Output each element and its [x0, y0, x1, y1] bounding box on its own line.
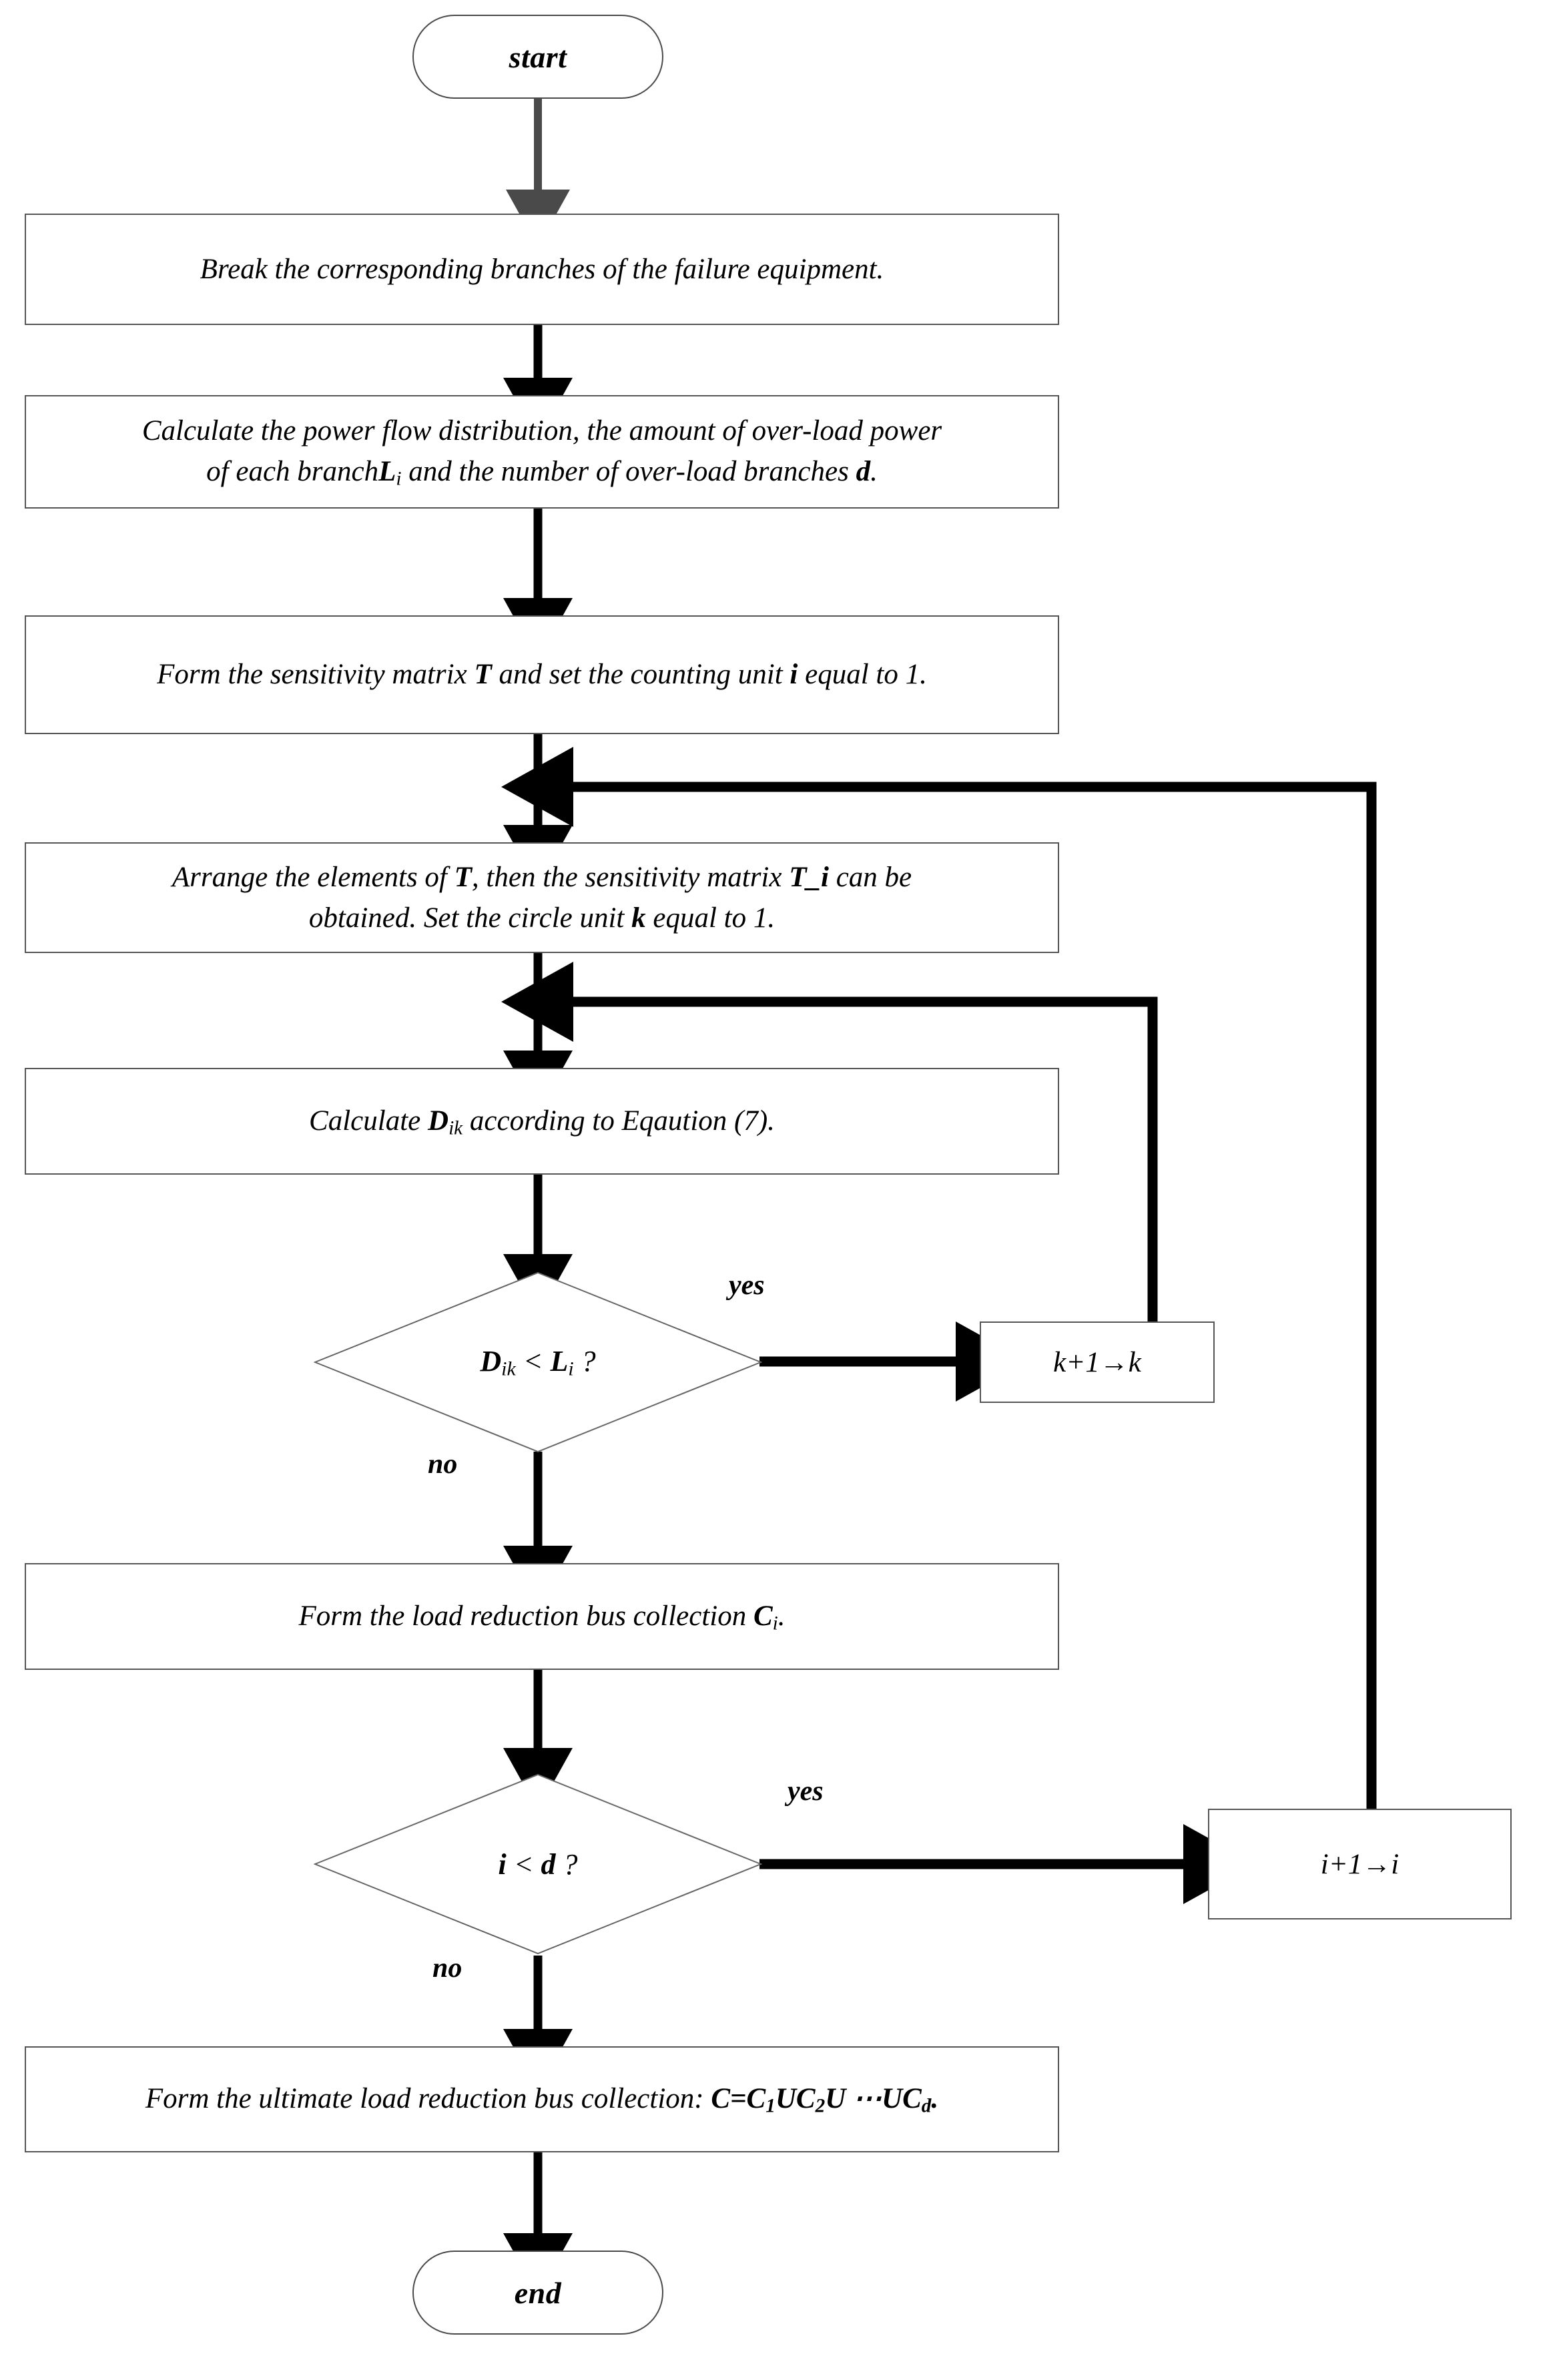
ult-sub-2: 2	[815, 2095, 826, 2117]
node-decision-dik[interactable]: Dik < Li ?	[314, 1271, 762, 1453]
node-arrange-elements[interactable]: Arrange the elements of T, then the sens…	[25, 842, 1059, 953]
ult-text-e: .	[931, 2083, 939, 2115]
node-start-label: start	[509, 39, 567, 74]
decision-id-diamond	[314, 1773, 762, 1955]
node-calc-dik[interactable]: Calculate Dik according to Eqaution (7).	[25, 1068, 1059, 1175]
calc-symbol-L: L	[378, 456, 396, 488]
ult-sub-1: 1	[765, 2095, 776, 2117]
node-k-increment[interactable]: k+1→k	[980, 1321, 1215, 1403]
ddik-symbol-L: L	[550, 1344, 569, 1378]
node-form-ultimate[interactable]: Form the ultimate load reduction bus col…	[25, 2046, 1059, 2152]
arr-l1-e: can be	[828, 861, 912, 893]
calc-line-2a: of each branch	[206, 456, 379, 488]
node-i-increment[interactable]: i+1→i	[1208, 1809, 1512, 1919]
dik-symbol-D: D	[428, 1105, 449, 1137]
node-k-increment-label: k+1→k	[1053, 1346, 1141, 1378]
ddik-qmark: ?	[573, 1344, 596, 1378]
node-calc-power-flow[interactable]: Calculate the power flow distribution, t…	[25, 395, 1059, 509]
dik-text-a: Calculate	[309, 1105, 428, 1137]
node-arrange-elements-label: Arrange the elements of T, then the sens…	[172, 857, 912, 938]
ult-symbol-C: C=C	[711, 2083, 766, 2115]
arr-symbol-Ti: T_i	[789, 861, 829, 893]
ci-text-c: .	[778, 1600, 786, 1632]
calc-line-2c: and the number of over-load branches	[401, 456, 856, 488]
sens-text-a: Form the sensitivity matrix	[157, 659, 475, 691]
node-form-sensitivity[interactable]: Form the sensitivity matrix T and set th…	[25, 615, 1059, 734]
edge-label-yes-id: yes	[788, 1776, 824, 1807]
node-calc-dik-label: Calculate Dik according to Eqaution (7).	[309, 1101, 775, 1143]
sens-symbol-T: T	[474, 659, 492, 691]
did-qmark: ?	[555, 1847, 578, 1881]
edge-label-yes-dik: yes	[729, 1270, 765, 1301]
node-decision-id[interactable]: i < d ?	[314, 1773, 762, 1955]
arr-symbol-T: T	[454, 861, 472, 893]
sens-symbol-i: i	[790, 659, 798, 691]
node-calc-power-flow-label: Calculate the power flow distribution, t…	[142, 410, 942, 493]
node-end-label: end	[514, 2275, 562, 2310]
node-decision-dik-label: Dik < Li ?	[480, 1344, 595, 1381]
ult-text-c: UC	[775, 2083, 816, 2115]
ci-text-a: Form the load reduction bus collection	[298, 1600, 753, 1632]
calc-symbol-d: d	[856, 456, 871, 488]
node-end[interactable]: end	[412, 2251, 663, 2335]
ult-text-d: U ⋯UC	[825, 2083, 922, 2115]
sens-text-e: equal to 1.	[798, 659, 927, 691]
ddik-symbol-D-sub: ik	[501, 1358, 516, 1380]
did-symbol-i: i	[498, 1847, 507, 1881]
ddik-symbol-D: D	[480, 1344, 502, 1378]
did-symbol-d: d	[541, 1847, 556, 1881]
arr-symbol-k: k	[631, 902, 646, 934]
calc-line-2e: .	[870, 456, 878, 488]
sens-text-c: and set the counting unit	[491, 659, 790, 691]
node-decision-id-label: i < d ?	[499, 1847, 578, 1881]
ci-symbol-sub: i	[772, 1612, 778, 1634]
node-break-branches-label: Break the corresponding branches of the …	[200, 253, 884, 285]
edge-label-no-id: no	[432, 1953, 462, 1984]
dik-symbol-sub: ik	[448, 1117, 463, 1139]
node-i-increment-label: i+1→i	[1320, 1848, 1400, 1880]
arr-l1-a: Arrange the elements of	[172, 861, 454, 893]
calc-symbol-L-sub: i	[396, 468, 402, 490]
node-form-ci[interactable]: Form the load reduction bus collection C…	[25, 1563, 1059, 1670]
calc-line-1: Calculate the power flow distribution, t…	[141, 415, 942, 447]
node-form-sensitivity-label: Form the sensitivity matrix T and set th…	[157, 654, 927, 695]
node-form-ci-label: Form the load reduction bus collection C…	[298, 1596, 785, 1638]
ult-sub-3: d	[921, 2095, 932, 2117]
dik-text-c: according to Eqaution (7).	[462, 1105, 775, 1137]
did-op: <	[506, 1847, 541, 1881]
ddik-symbol-L-sub: i	[568, 1358, 574, 1380]
arr-l2-a: obtained. Set the circle unit	[308, 902, 632, 934]
node-form-ultimate-label: Form the ultimate load reduction bus col…	[145, 2078, 938, 2120]
ci-symbol-C: C	[753, 1600, 773, 1632]
edge-label-no-dik: no	[428, 1449, 458, 1480]
arr-l1-c: , then the sensitivity matrix	[471, 861, 790, 893]
node-break-branches[interactable]: Break the corresponding branches of the …	[25, 214, 1059, 325]
decision-dik-diamond	[314, 1271, 762, 1453]
ult-text-a: Form the ultimate load reduction bus col…	[145, 2083, 711, 2115]
arr-l2-c: equal to 1.	[645, 902, 776, 934]
ddik-op: <	[515, 1344, 551, 1378]
node-start[interactable]: start	[412, 15, 663, 99]
